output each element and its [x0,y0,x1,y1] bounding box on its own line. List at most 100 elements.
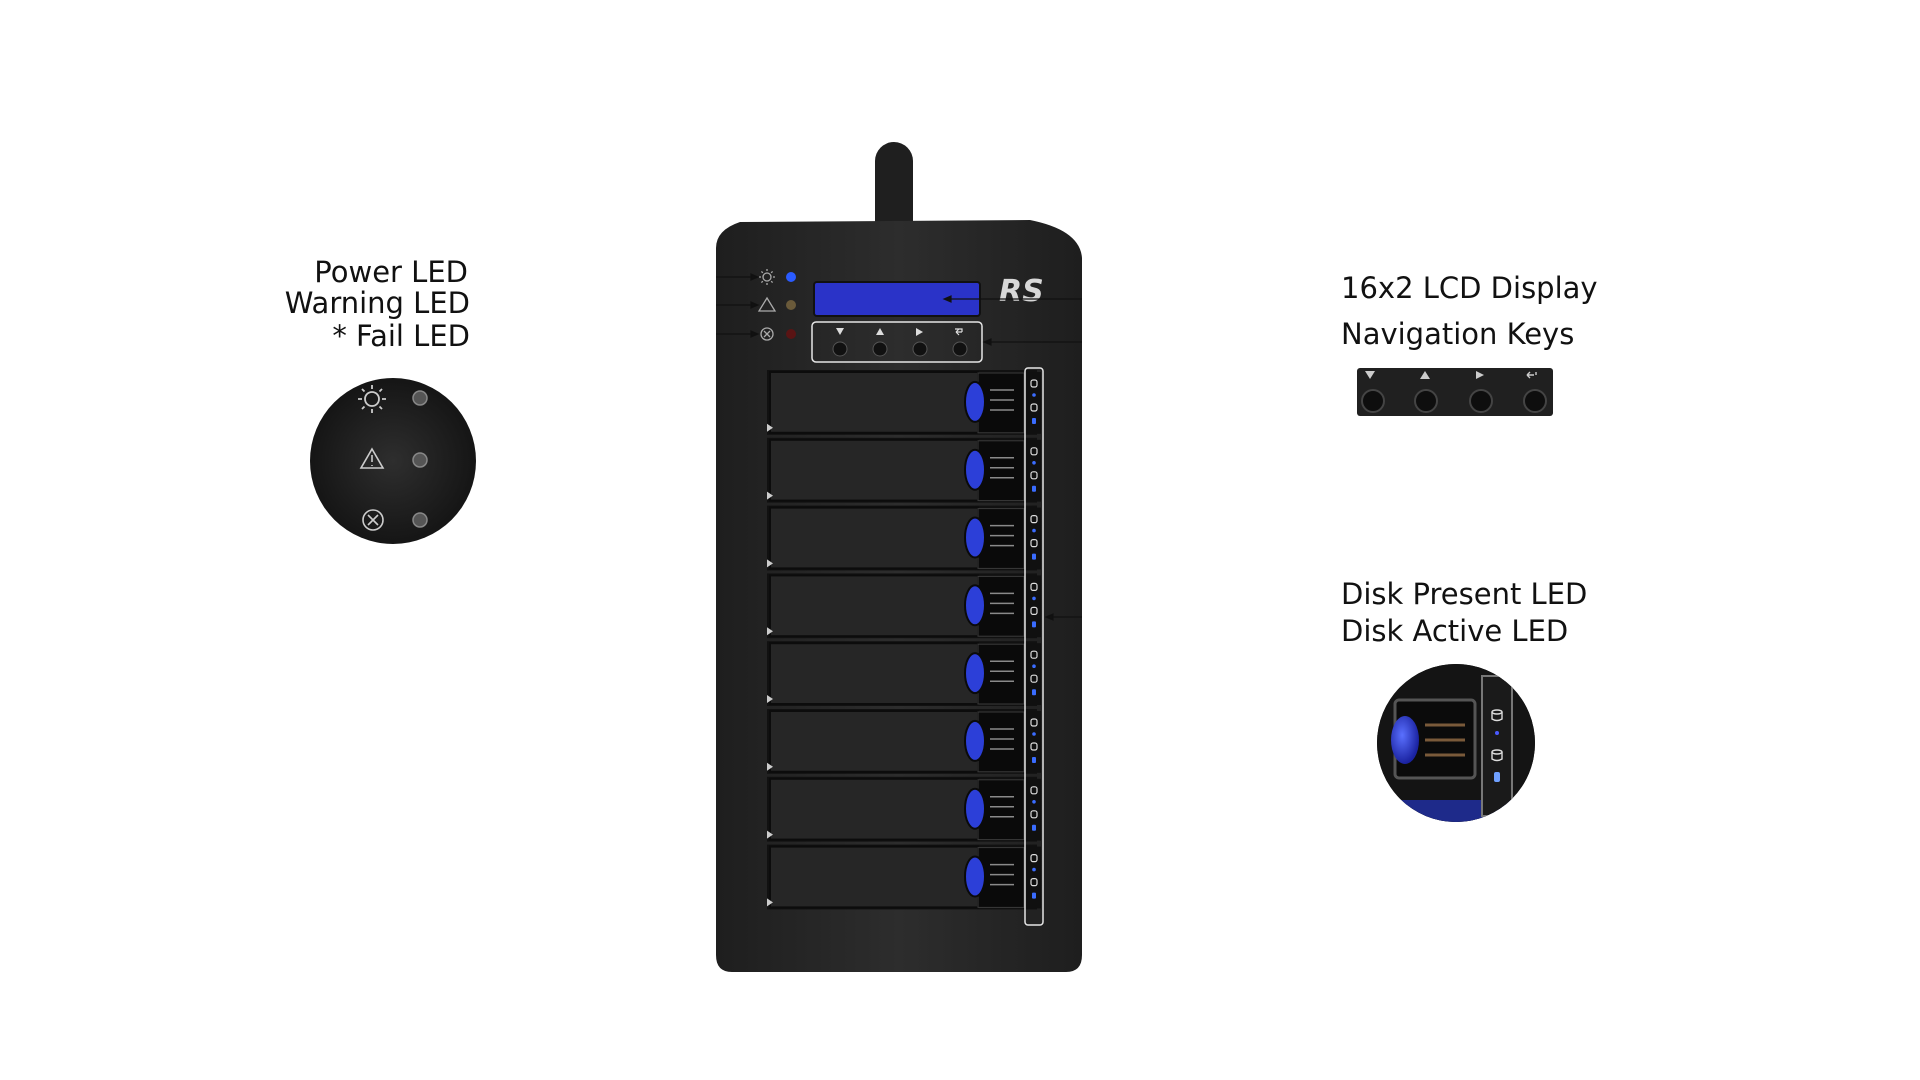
tray-latch-icon [767,830,773,839]
disk-present-led [1032,800,1036,804]
disk-present-led [1032,393,1036,397]
disk-icon [1491,749,1503,762]
nav-key-down[interactable] [832,341,848,357]
nav-key-up[interactable] [872,341,888,357]
navigation-keys-zoom [1357,368,1553,416]
disk-led-strip [1027,643,1041,705]
disk-active-led [1032,892,1036,899]
navigation-keys-label: Navigation Keys [1341,317,1575,351]
disk-active-led [1032,757,1036,763]
drive-bay-2[interactable] [767,437,1041,503]
drive-bay-5[interactable] [767,641,1041,706]
tray-latch-icon [767,898,773,907]
drive-bay-6[interactable] [767,709,1041,774]
disk-present-led [1032,867,1036,872]
disk-icon [1491,709,1503,722]
nav-key-right-zoomed [1469,389,1493,413]
disk-active-led [1032,824,1036,831]
drive-handle[interactable] [964,584,986,627]
disk-led-strip [1027,778,1041,841]
drive-bay-7[interactable] [767,776,1041,842]
drive-handle[interactable] [964,787,986,830]
disk-active-led-label: Disk Active LED [1341,614,1569,648]
disk-led-strip [1027,507,1041,570]
callout-lines [716,273,1082,621]
disk-icon [1030,606,1038,616]
drive-bay-1[interactable] [767,370,1041,435]
return-arrow-icon [955,328,963,336]
disk-led-strip [1027,439,1041,502]
disk-present-led-zoomed [1495,731,1499,735]
disk-icon [1030,674,1038,683]
tray-latch-icon [767,627,773,636]
right-triangle-icon [916,328,923,336]
tray-latch-icon [767,423,773,432]
disk-icon [1030,718,1038,727]
disk-led-strip [1027,372,1041,434]
rs-logo: RS [999,274,1044,309]
nav-key-right[interactable] [912,341,928,357]
disk-active-led [1032,689,1036,696]
disk-icon [1030,786,1038,795]
down-triangle-icon [1365,371,1375,379]
drive-handle[interactable] [964,855,986,898]
tray-latch-icon [767,559,773,568]
return-arrow-icon [1526,371,1537,379]
nav-key-down-zoomed [1361,389,1385,413]
nav-key-enter[interactable] [952,341,968,357]
disk-icon [1030,877,1038,887]
disk-present-led [1032,528,1036,533]
disk-active-led [1032,553,1036,560]
drive-tray-face [769,642,979,706]
disk-icon [1030,742,1038,751]
drive-handle[interactable] [964,516,986,559]
fail-led [786,329,796,339]
drive-bay-stack [767,370,1041,910]
drive-handle[interactable] [964,448,986,491]
drive-handle-zoomed [1391,716,1419,764]
warning-led [786,300,796,310]
antenna [875,142,913,242]
disk-active-led [1032,418,1036,424]
chassis-navigation-keys [832,328,968,357]
fail-led-label: * Fail LED [332,319,470,353]
drive-tray-face [769,710,979,773]
disk-active-led-zoomed [1494,772,1500,782]
tray-latch-icon [767,695,773,703]
status-led-panel [757,269,796,341]
navigation-keys-outline [811,321,983,363]
disk-present-led [1032,461,1036,465]
down-triangle-icon [836,328,844,335]
right-triangle-icon [1476,371,1484,379]
up-triangle-icon [1420,371,1430,379]
disk-present-led [1032,596,1036,601]
power-led-label: Power LED [314,255,468,289]
circle-x-icon [760,327,774,341]
drive-bay-3[interactable] [767,505,1041,571]
disk-icon [1030,471,1038,480]
drive-tray-face [769,777,979,841]
drive-handle[interactable] [964,652,986,695]
warning-led-label: Warning LED [284,286,470,320]
drive-handle[interactable] [964,380,986,423]
fail-led-zoomed [412,512,428,528]
disk-icon [1030,853,1038,863]
drive-bay-8[interactable] [767,844,1041,910]
disk-led-column-outline [1024,367,1044,926]
disk-icon [1030,810,1038,819]
tray-latch-icon [767,762,773,771]
disk-present-led [1032,732,1036,736]
disk-icon [1030,650,1038,659]
disk-icon [1030,514,1038,524]
drive-bay-4[interactable] [767,573,1041,639]
sun-icon [759,269,775,285]
disk-present-led-label: Disk Present LED [1341,577,1588,611]
power-led-zoomed [412,390,428,406]
drive-handle[interactable] [964,719,986,762]
disk-icon [1030,538,1038,548]
drive-tray-face [769,845,979,909]
disk-led-zoom [1377,664,1535,822]
disk-icon [1030,447,1038,456]
warning-led-zoomed [412,452,428,468]
warning-triangle-icon [359,447,385,469]
